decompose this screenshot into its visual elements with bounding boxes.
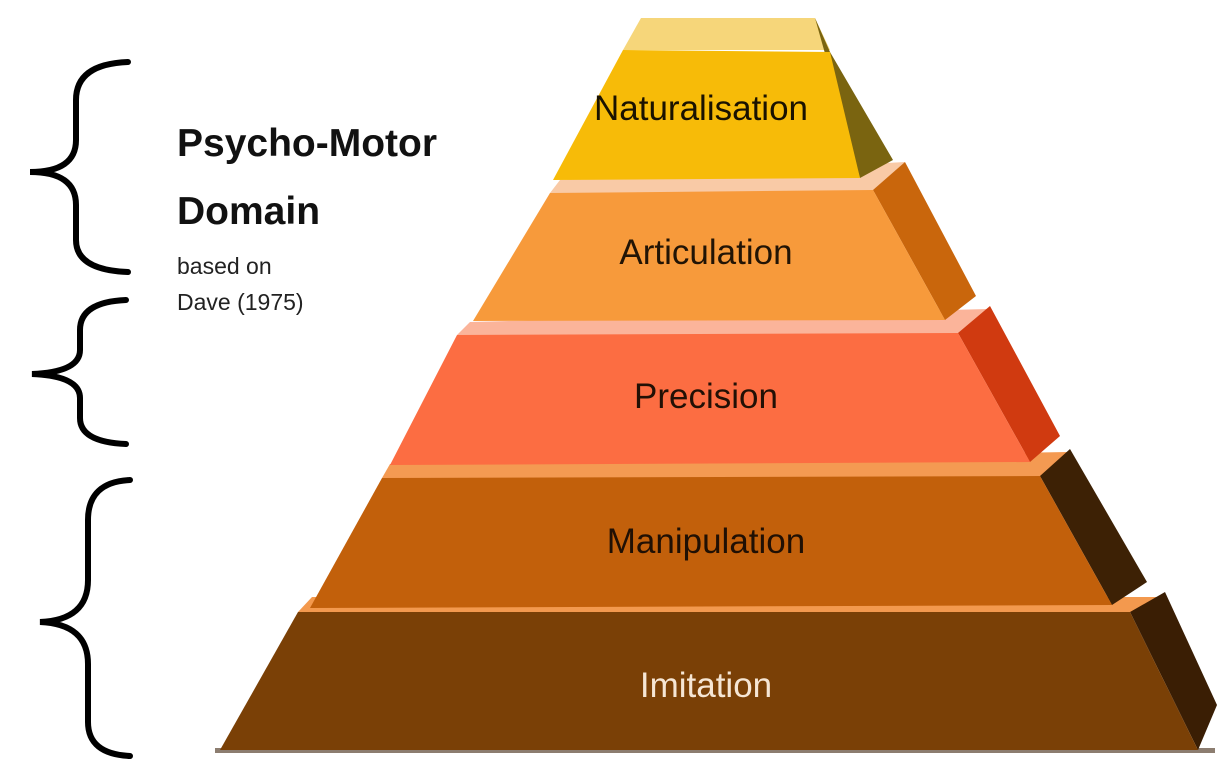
diagram-subtitle-line-1: based on [177, 253, 272, 279]
tier-manipulation-front [310, 476, 1112, 608]
curly-brace-bottom [39, 477, 133, 759]
tier-naturalisation-top [623, 18, 830, 50]
tier-articulation-side [873, 162, 976, 320]
tier-naturalisation: Naturalisation [553, 18, 893, 180]
tier-imitation-front [220, 612, 1198, 750]
tier-articulation: Articulation [473, 162, 976, 321]
tier-manipulation: Manipulation [310, 449, 1147, 608]
tier-naturalisation-front [553, 50, 860, 180]
tier-articulation-label: Articulation [619, 233, 792, 272]
ground-shadow [215, 748, 1215, 753]
tier-imitation: Imitation [220, 592, 1217, 750]
diagram-subtitle-line-2: Dave (1975) [177, 289, 304, 315]
diagram-title-line-1: Psycho-Motor [177, 122, 437, 165]
tier-imitation-side [1130, 592, 1217, 750]
tier-manipulation-side [1040, 449, 1147, 605]
tier-precision-front [390, 333, 1030, 465]
tier-manipulation-label: Manipulation [607, 522, 805, 561]
tier-naturalisation-label: Naturalisation [594, 89, 808, 128]
tier-naturalisation-side [815, 18, 893, 178]
tier-precision-label: Precision [634, 377, 778, 416]
tier-imitation-label: Imitation [640, 666, 772, 705]
tier-articulation-front [473, 190, 945, 321]
curly-brace-middle [31, 297, 129, 447]
tier-precision-side [958, 306, 1060, 462]
tier-precision: Precision [390, 306, 1060, 465]
curly-brace-top [29, 59, 131, 275]
diagram-title-line-2: Domain [177, 190, 320, 233]
